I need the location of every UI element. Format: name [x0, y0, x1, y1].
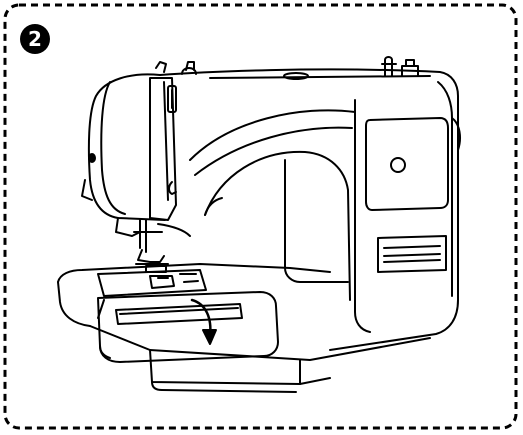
- machine-base: [57, 263, 431, 393]
- arrow-down-curved-icon: [190, 298, 217, 345]
- spool-pins: [283, 56, 419, 80]
- accessory-box: [97, 291, 279, 363]
- figure-border: [3, 3, 518, 430]
- control-panel: [365, 117, 461, 273]
- needle-assembly: [115, 217, 191, 273]
- step-number-badge: 2: [20, 24, 50, 54]
- machine-head: [81, 61, 197, 221]
